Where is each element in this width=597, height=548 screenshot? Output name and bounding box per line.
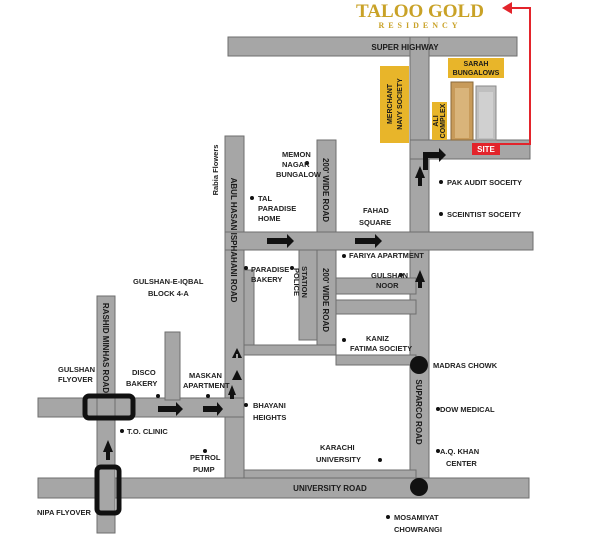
brand-title: TALOO GOLD [356,1,484,22]
direction-arrows [103,166,425,460]
road-disco-branch [164,331,181,401]
suparco-road-label: SUPARCO ROAD [414,379,423,444]
ali-complex-box [432,102,447,140]
memon-nagar-label-1: MEMON [282,150,311,159]
route-arrowhead-icon [502,2,512,14]
brand-subtitle: RESIDENCY [378,21,461,30]
route-red-line [500,7,531,145]
tal-paradise-label-3: HOME [258,214,281,223]
paradise-bakery-label-2: BAKERY [251,275,282,284]
aq-khan-label-2: CENTER [446,459,477,468]
sarah-line2: BUNGALOWS [453,70,500,77]
pak-audit-label: PAK AUDIT SOCEITY [447,178,522,187]
mosamiyat-chowrangi-marker [410,478,428,496]
tal-paradise-label-2: PARADISE [258,204,296,213]
karachi-university-label-1: KARACHI [320,443,355,452]
memon-nagar-label-2: NAGAR [282,160,310,169]
fariya-apartment-label: FARIYA APARTMENT [349,251,424,260]
maskan-apartment-label-2: APARTMENT [183,381,230,390]
gulshan-flyover-marker [82,393,136,421]
road-paradise-connector [243,344,337,356]
arrow-right-icon [355,234,382,248]
road-super-highway [227,36,518,57]
road-bhayani-branch [243,469,417,479]
site-marker [472,143,500,155]
super-highway-label: SUPER HIGHWAY [371,43,439,52]
mosamiyat-label-2: CHOWRANGI [394,525,442,534]
fahad-square-label-2: SQUARE [359,218,391,227]
site-label: SITE [477,145,495,154]
fahad-square-label-1: FAHAD [363,206,389,215]
gulshan-noor-label-1: GULSHAN [371,271,408,280]
paradise-bakery-label-1: PARADISE [251,265,289,274]
kaniz-fatima-label-1: KANIZ [366,334,389,343]
arrow-up-icon [415,270,425,288]
arrow-up-icon [228,385,236,399]
bhayani-heights-label-1: BHAYANI [253,401,286,410]
gulshan-noor-label-2: NOOR [376,281,399,290]
tal-paradise-label-1: TAL [258,194,272,203]
gulshan-iqbal-label-2: BLOCK 4-A [148,289,189,298]
road-fariya-connector [335,277,417,295]
petrol-pump-label-2: PUMP [193,465,215,474]
merchant-navy-line2: NAVY SOCIETY [397,78,404,130]
road-police-branch [298,249,318,341]
scientist-society-label: SCEINTIST SOCEITY [447,210,521,219]
wide-road-label-lower: 200' WIDE ROAD [321,268,330,332]
rashid-minhas-road-label: RASHID MINHAS ROAD [101,303,110,393]
gulshan-flyover-label-2: FLYOVER [58,375,93,384]
arrow-up-icon [415,166,425,186]
arrow-right-icon [267,234,294,248]
madras-chowk-label: MADRAS CHOWK [433,361,498,370]
abul-hasan-road-label: ABUL HASAN ISPHAHANI ROAD [229,178,238,303]
ali-line1: ALI [433,115,440,126]
gulshan-flyover-label-1: GULSHAN [58,365,95,374]
arrow-right-icon [158,402,183,416]
dow-medical-label: DOW MEDICAL [440,405,495,414]
to-clinic-label: T.O. CLINIC [127,427,168,436]
arrow-up-icon [103,440,113,460]
disco-bakery-label-2: BAKERY [126,379,157,388]
nipa-flyover-marker [94,464,122,516]
road-madras-connector [335,354,417,366]
road-kaniz-connector [335,299,417,315]
gulshan-iqbal-label-1: GULSHAN-E-IQBAL [133,277,204,286]
university-road-label: UNIVERSITY ROAD [293,484,367,493]
ali-line2: COMPLEX [440,103,447,138]
arrow-turn-right-icon [423,148,446,170]
police-station-label-2: STATION [300,266,309,298]
landmark-dots [120,161,443,519]
nipa-flyover-label: NIPA FLYOVER [37,508,91,517]
mosamiyat-label-1: MOSAMIYAT [394,513,439,522]
rabia-flowers-label: Rabia Flowers [211,145,220,196]
petrol-pump-label-1: PETROL [190,453,221,462]
road-horizontal-lower [37,397,245,418]
karachi-university-label-2: UNIVERSITY [316,455,361,464]
memon-nagar-label-3: BUNGALOW [276,170,322,179]
merchant-navy-line1: MERCHANT [387,83,394,124]
arrow-right-icon [203,402,223,416]
maskan-apartment-label-1: MASKAN [189,371,222,380]
sarah-line1: SARAH [464,61,489,68]
bhayani-heights-label-2: HEIGHTS [253,413,286,422]
disco-bakery-label-1: DISCO [132,368,156,377]
arrow-up-icon [232,370,242,380]
police-station-label-1: POLICE [292,268,301,296]
madras-chowk-marker [410,356,428,374]
road-rashid-minhas [96,295,116,534]
arrow-up-icon [232,348,242,358]
kaniz-fatima-label-2: FATIMA SOCIETY [350,344,412,353]
aq-khan-label-1: A.Q. KHAN [440,447,479,456]
wide-road-label-upper: 200' WIDE ROAD [321,158,330,222]
taloo-gold-towers-icon [450,81,497,141]
sarah-bungalows-box [448,58,504,78]
merchant-navy-box [380,66,409,143]
